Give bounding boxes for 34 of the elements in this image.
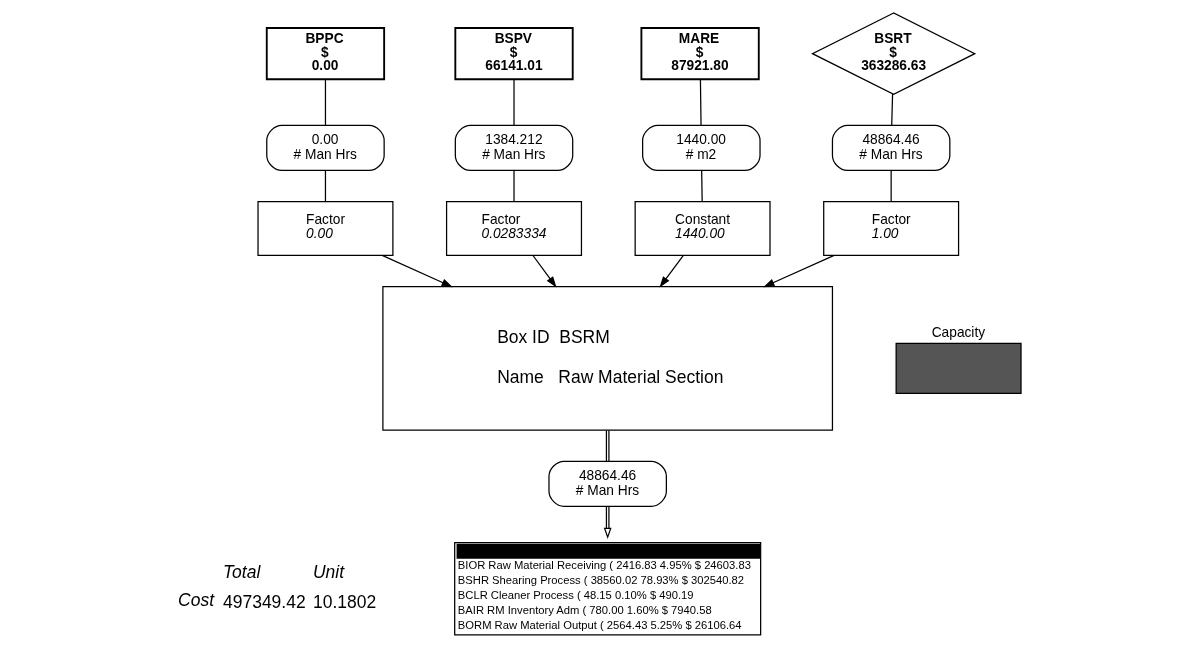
node-diamond: BSRT $ 363286.63 — [811, 12, 977, 95]
node-box: 48864.46 # Man Hrs — [548, 460, 667, 507]
node-box: BSPV $ 66141.01 — [454, 27, 574, 81]
connector — [701, 169, 703, 203]
label: 10.1802 — [312, 591, 377, 612]
connector — [605, 429, 610, 462]
node-box: MARE $ 87921.80 — [640, 27, 760, 81]
arrow — [659, 254, 684, 288]
arrow — [532, 254, 557, 288]
label: Total — [223, 561, 261, 582]
connector — [324, 169, 327, 203]
node-box: Box ID BSRM Name Raw Material Section — [382, 285, 834, 431]
node-box: Factor 0.00 — [257, 201, 394, 256]
node-box: 0.00 # Man Hrs — [266, 124, 385, 172]
connector — [513, 78, 515, 126]
connector — [324, 78, 327, 126]
label: 497349.42 — [223, 591, 306, 612]
arrow — [381, 254, 453, 288]
connector — [699, 78, 702, 126]
node-box: Constant 1440.00 — [634, 201, 771, 256]
connector — [513, 169, 515, 203]
label: Cost — [178, 590, 215, 611]
node-box: Factor 0.0283334 — [445, 201, 583, 256]
node-box: 1440.00 # m2 — [642, 124, 761, 172]
node-box: 1384.212 # Man Hrs — [454, 124, 574, 172]
connector — [891, 93, 894, 126]
arrow — [603, 506, 612, 540]
node-label: Capacity — [931, 324, 986, 340]
connector — [890, 169, 892, 203]
arrow — [763, 254, 835, 288]
node-box: BPPC $ 0.00 — [265, 27, 386, 81]
label: Unit — [312, 561, 345, 582]
node-box: Factor 1.00 — [823, 201, 960, 256]
node-box: 48864.46 # Man Hrs — [831, 124, 951, 172]
